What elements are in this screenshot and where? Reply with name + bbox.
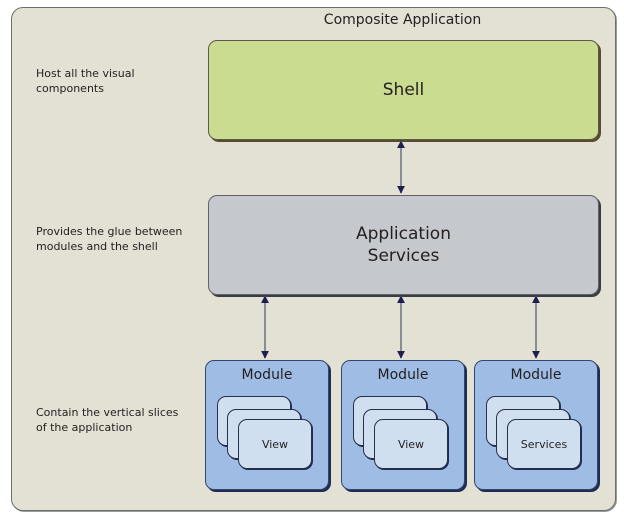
module-label: Module — [377, 367, 429, 383]
card-label: Services — [520, 437, 568, 451]
application-services-box: Application Services — [208, 195, 599, 295]
services-description: Provides the glue between modules and th… — [36, 224, 182, 254]
shell-description: Host all the visual components — [36, 66, 135, 96]
services-description-text: Provides the glue between modules and th… — [36, 225, 183, 253]
shell-box: Shell — [208, 40, 599, 140]
services-label-line1: Application — [356, 224, 451, 244]
shell-description-text: Host all the visual components — [36, 67, 135, 95]
card-front: Services — [507, 419, 581, 469]
shell-label: Shell — [382, 80, 425, 100]
modules-description-text: Contain the vertical slices of the appli… — [36, 406, 179, 434]
module-label: Module — [241, 367, 293, 383]
module-box: Module View — [341, 360, 465, 490]
module-box: Module Services — [474, 360, 598, 490]
card-label: View — [397, 437, 425, 451]
diagram-title: Composite Application — [323, 12, 482, 28]
card-label: View — [261, 437, 289, 451]
services-label-line2: Services — [367, 246, 440, 266]
module-label: Module — [510, 367, 562, 383]
module-box: Module View — [205, 360, 329, 490]
card-front: View — [238, 419, 312, 469]
modules-description: Contain the vertical slices of the appli… — [36, 405, 178, 435]
card-front: View — [374, 419, 448, 469]
